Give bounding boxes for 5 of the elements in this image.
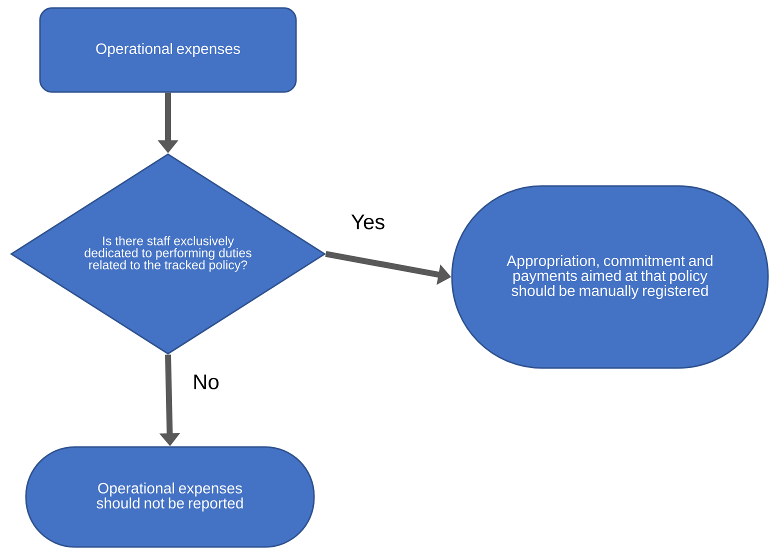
edge-label: Yes xyxy=(350,214,386,230)
terminal-box: Operational expenses should not be reported xyxy=(25,446,315,548)
process-box: Operational expenses xyxy=(39,7,297,93)
edge-label: No xyxy=(192,374,220,390)
terminal-box: Appropriation, commitment and payments aimed at that policy should be manually registered xyxy=(451,185,769,369)
